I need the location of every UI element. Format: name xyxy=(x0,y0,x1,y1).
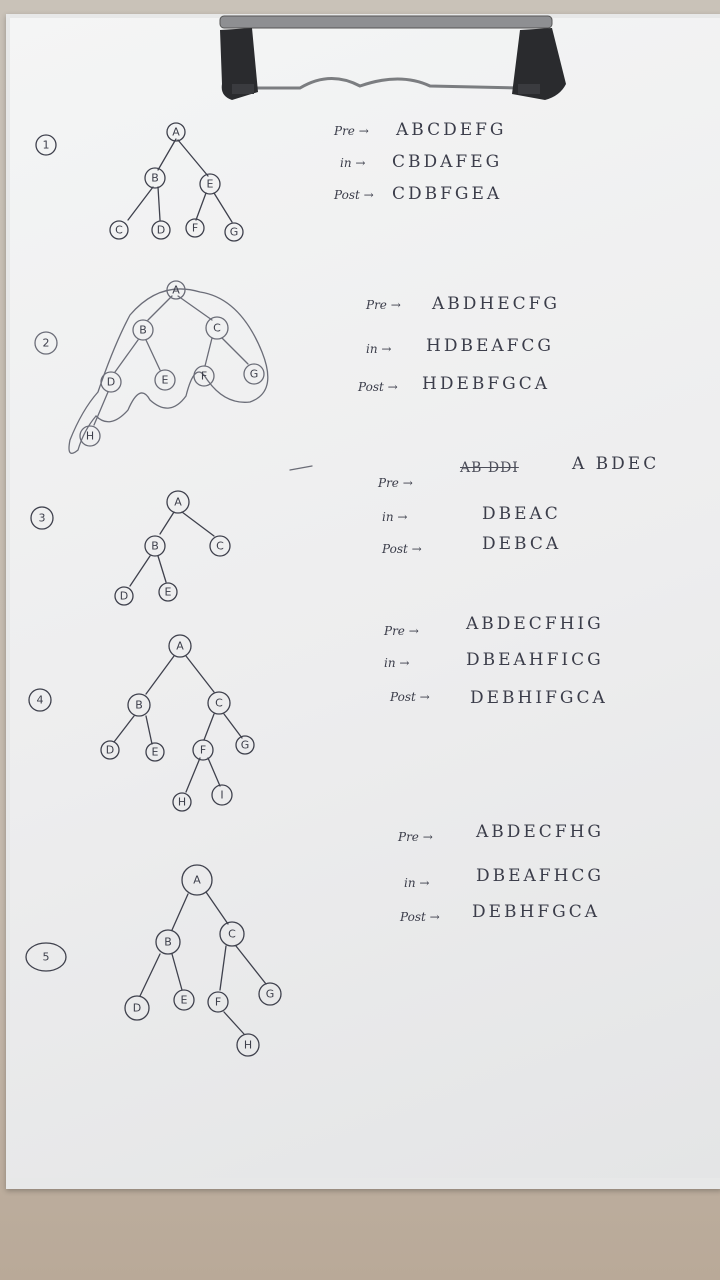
tree-3-drawing xyxy=(30,490,231,606)
node-label: E xyxy=(162,374,169,387)
pre-order-value: A BDEC xyxy=(572,454,660,474)
post-label: Post → xyxy=(358,380,398,394)
in-order-value: DBEAHFICG xyxy=(466,650,604,670)
node-label: C xyxy=(213,322,221,335)
in-order-value: HDBEAFCG xyxy=(426,336,555,356)
in-order-value: CBDAFEG xyxy=(392,152,503,172)
node-label: E xyxy=(152,746,159,759)
pre-label: Pre → xyxy=(378,476,413,490)
tree-2-drawing xyxy=(34,280,269,454)
node-label: C xyxy=(216,540,224,553)
node-label: B xyxy=(135,699,143,712)
pre-label: Pre → xyxy=(384,624,419,638)
pre-label: Pre → xyxy=(366,298,401,312)
post-label: Post → xyxy=(400,910,440,924)
node-label: B xyxy=(151,540,159,553)
in-label: in → xyxy=(366,342,392,356)
node-label: C xyxy=(228,928,236,941)
node-label: G xyxy=(250,368,259,381)
node-label: D xyxy=(106,744,114,757)
node-label: E xyxy=(207,178,214,191)
node-label: D xyxy=(120,590,128,603)
pre-order-value: ABDECFHG xyxy=(476,822,605,842)
post-order-value: DEBHFGCA xyxy=(472,902,601,922)
pre-order-value: ABCDEFG xyxy=(396,120,507,140)
post-label: Post → xyxy=(382,542,422,556)
clipboard-clip xyxy=(219,15,566,100)
pre-label: Pre → xyxy=(398,830,433,844)
node-label: E xyxy=(181,994,188,1007)
node-label: D xyxy=(157,224,165,237)
post-order-value: DEBHIFGCA xyxy=(470,688,608,708)
in-label: in → xyxy=(340,156,366,170)
tree-3-number: 3 xyxy=(39,512,46,525)
node-label: B xyxy=(164,936,172,949)
node-label: F xyxy=(215,996,221,1009)
node-label: E xyxy=(165,586,172,599)
node-label: A xyxy=(172,126,180,139)
post-order-value: CDBFGEA xyxy=(392,184,503,204)
node-label: C xyxy=(215,697,223,710)
node-label: F xyxy=(200,744,206,757)
tree-1-number: 1 xyxy=(43,139,50,152)
in-label: in → xyxy=(384,656,410,670)
node-label: H xyxy=(178,796,186,809)
node-label: C xyxy=(115,224,123,237)
tree-4-drawing xyxy=(28,634,255,812)
node-label: G xyxy=(266,988,275,1001)
pre-order-value: ABDECFHIG xyxy=(466,614,604,634)
node-label: D xyxy=(107,376,115,389)
node-label: H xyxy=(244,1039,252,1052)
tree-2-number: 2 xyxy=(43,337,50,350)
node-label: A xyxy=(176,640,184,653)
node-label: A xyxy=(174,496,182,509)
node-label: F xyxy=(192,222,198,235)
paper-sheet xyxy=(10,18,720,1178)
tree-4-number: 4 xyxy=(37,694,44,707)
post-label: Post → xyxy=(390,690,430,704)
node-label: G xyxy=(230,226,239,239)
node-label: A xyxy=(193,874,201,887)
node-label: B xyxy=(139,324,147,337)
node-label: I xyxy=(220,789,223,802)
node-label: B xyxy=(151,172,159,185)
in-label: in → xyxy=(382,510,408,524)
pre-order-struck: AB DDI xyxy=(460,460,519,476)
post-order-value: HDEBFGCA xyxy=(422,374,551,394)
in-order-value: DBEAC xyxy=(482,504,561,524)
post-order-value: DEBCA xyxy=(482,534,562,554)
node-label: D xyxy=(133,1002,141,1015)
node-label: G xyxy=(241,739,250,752)
tree-5-drawing xyxy=(25,864,282,1057)
node-label: F xyxy=(201,370,207,383)
tree-1-drawing xyxy=(35,122,244,242)
tree-5-number: 5 xyxy=(43,951,50,964)
in-order-value: DBEAFHCG xyxy=(476,866,605,886)
node-label: H xyxy=(86,430,94,443)
node-label: A xyxy=(172,284,180,297)
in-label: in → xyxy=(404,876,430,890)
pre-order-value: ABDHECFG xyxy=(432,294,561,314)
pre-label: Pre → xyxy=(334,124,369,138)
post-label: Post → xyxy=(334,188,374,202)
